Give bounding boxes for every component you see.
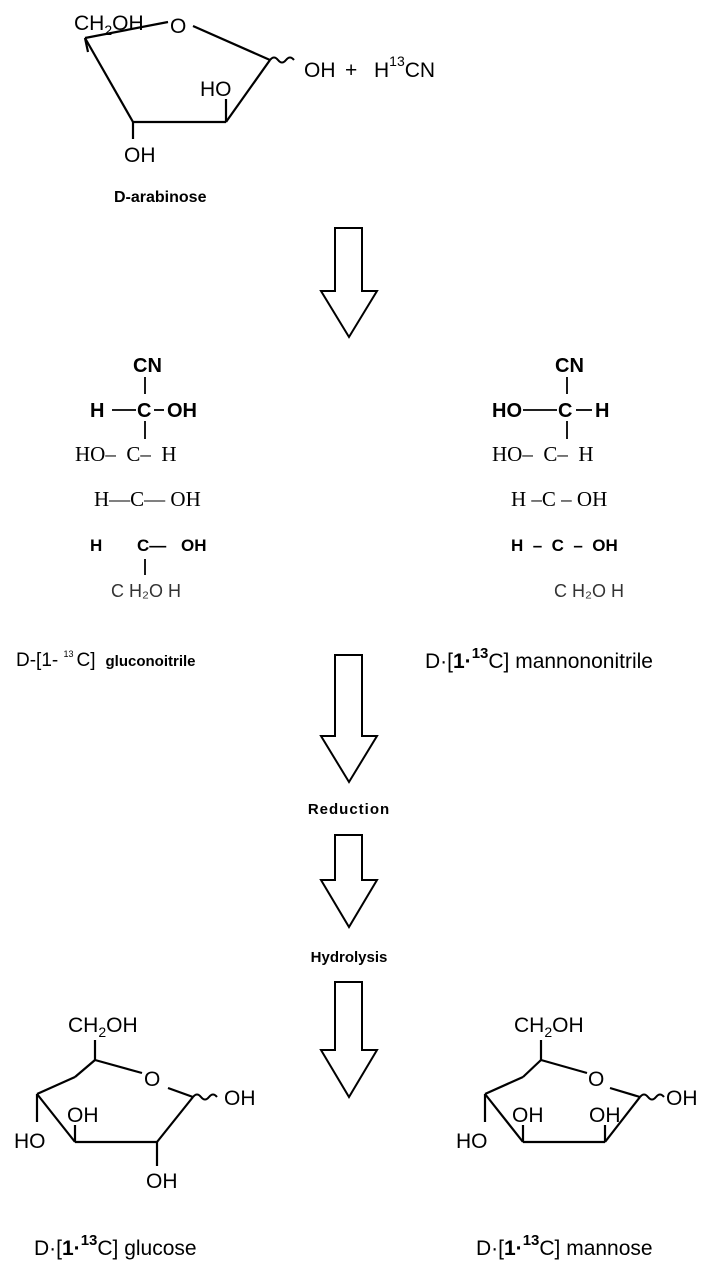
arabinose-labels: CH2OH O OH + H13CN HO OH D-arabinose: [74, 12, 435, 206]
mannonitrile-r1-c: C: [558, 400, 572, 422]
glucose-ho-c3: HO: [14, 1130, 46, 1153]
gluconitrile-ch2oh: C H₂O H: [111, 581, 181, 601]
reagent-h13cn: H13CN: [374, 53, 435, 82]
arabinose-name: D-arabinose: [114, 189, 207, 206]
gluconitrile-bonds: [112, 377, 164, 575]
mannonitrile-r1-h: H: [595, 400, 609, 422]
reaction-arrow-1: [319, 227, 379, 339]
gluconitrile-structure: CN H C OH HO– C– H H—C— OH H C— OH C H₂O…: [75, 355, 207, 601]
step-reduction: Reduction: [308, 801, 390, 818]
gluconitrile-r4-c: C—: [137, 536, 166, 555]
mannose-ch2oh-label: CH2OH: [514, 1014, 584, 1040]
arabinose-oh-label: OH: [124, 144, 156, 167]
arabinose-anomeric-oh: OH: [304, 59, 336, 82]
mannose-label: D·[1·13C] mannose: [476, 1232, 653, 1260]
mannonitrile-cn: CN: [555, 355, 584, 377]
mannonitrile-ch2oh: C H₂O H: [554, 581, 624, 601]
reaction-arrow-2: [319, 654, 379, 784]
gluconitrile-cn: CN: [133, 355, 162, 377]
glucose-ch2oh-label: CH2OH: [68, 1014, 138, 1040]
mannose-oh-c4: OH: [512, 1104, 544, 1127]
plus-sign: +: [345, 59, 357, 82]
mannose-labels: CH2OH O OH OH OH HO: [456, 1014, 698, 1153]
gluconitrile-r4-h: H: [90, 536, 102, 555]
arabinose-ho-label: HO: [200, 78, 232, 101]
mannonitrile-label: D·[1·13C] mannononitrile: [425, 645, 653, 673]
step-hydrolysis: Hydrolysis: [311, 949, 388, 966]
mannonitrile-name: D·[1·13C] mannononitrile: [425, 645, 653, 673]
gluconitrile-r2: HO– C– H: [75, 442, 177, 466]
glucose-oh-c2: OH: [146, 1170, 178, 1193]
gluconitrile-r3: H—C— OH: [94, 487, 201, 511]
glucose-ring: [35, 1040, 218, 1166]
mannonitrile-r1-ho: HO: [492, 400, 522, 422]
mannonitrile-r2: HO– C– H: [492, 442, 594, 466]
glucose-label: D·[1·13C] glucose: [34, 1232, 197, 1260]
glucose-oh-c4: OH: [67, 1104, 99, 1127]
mannonitrile-r4: H – C – OH: [511, 536, 618, 555]
mannonitrile-structure: CN HO C H HO– C– H H –C – OH H – C – OH …: [492, 355, 624, 601]
mannose-oh-c2: OH: [589, 1104, 621, 1127]
gluconitrile-r1-c: C: [137, 400, 151, 422]
glucose-labels: CH2OH O OH OH HO OH: [14, 1014, 256, 1193]
arabinose-ch2oh-label: CH2OH: [74, 12, 144, 38]
reaction-arrow-4: [319, 981, 379, 1099]
gluconitrile-r1-h: H: [90, 400, 104, 422]
mannose-ho-c3: HO: [456, 1130, 488, 1153]
arabinose-ring-oxygen: O: [170, 15, 186, 38]
mannonitrile-bonds: [523, 377, 592, 439]
mannose-ring: [483, 1040, 665, 1144]
arabinose-structure: [83, 20, 295, 139]
gluconitrile-r4-oh: OH: [181, 536, 207, 555]
glucose-name: D·[1·13C] glucose: [34, 1232, 197, 1260]
glucose-ring-oxygen: O: [144, 1068, 160, 1091]
mannose-anomeric-oh: OH: [666, 1087, 698, 1110]
gluconitrile-r1-oh: OH: [167, 400, 197, 422]
glucose-anomeric-oh: OH: [224, 1087, 256, 1110]
mannose-name: D·[1·13C] mannose: [476, 1232, 653, 1260]
mannose-ring-oxygen: O: [588, 1068, 604, 1091]
reaction-arrow-3: [319, 834, 379, 929]
mannonitrile-r3: H –C – OH: [511, 487, 607, 511]
